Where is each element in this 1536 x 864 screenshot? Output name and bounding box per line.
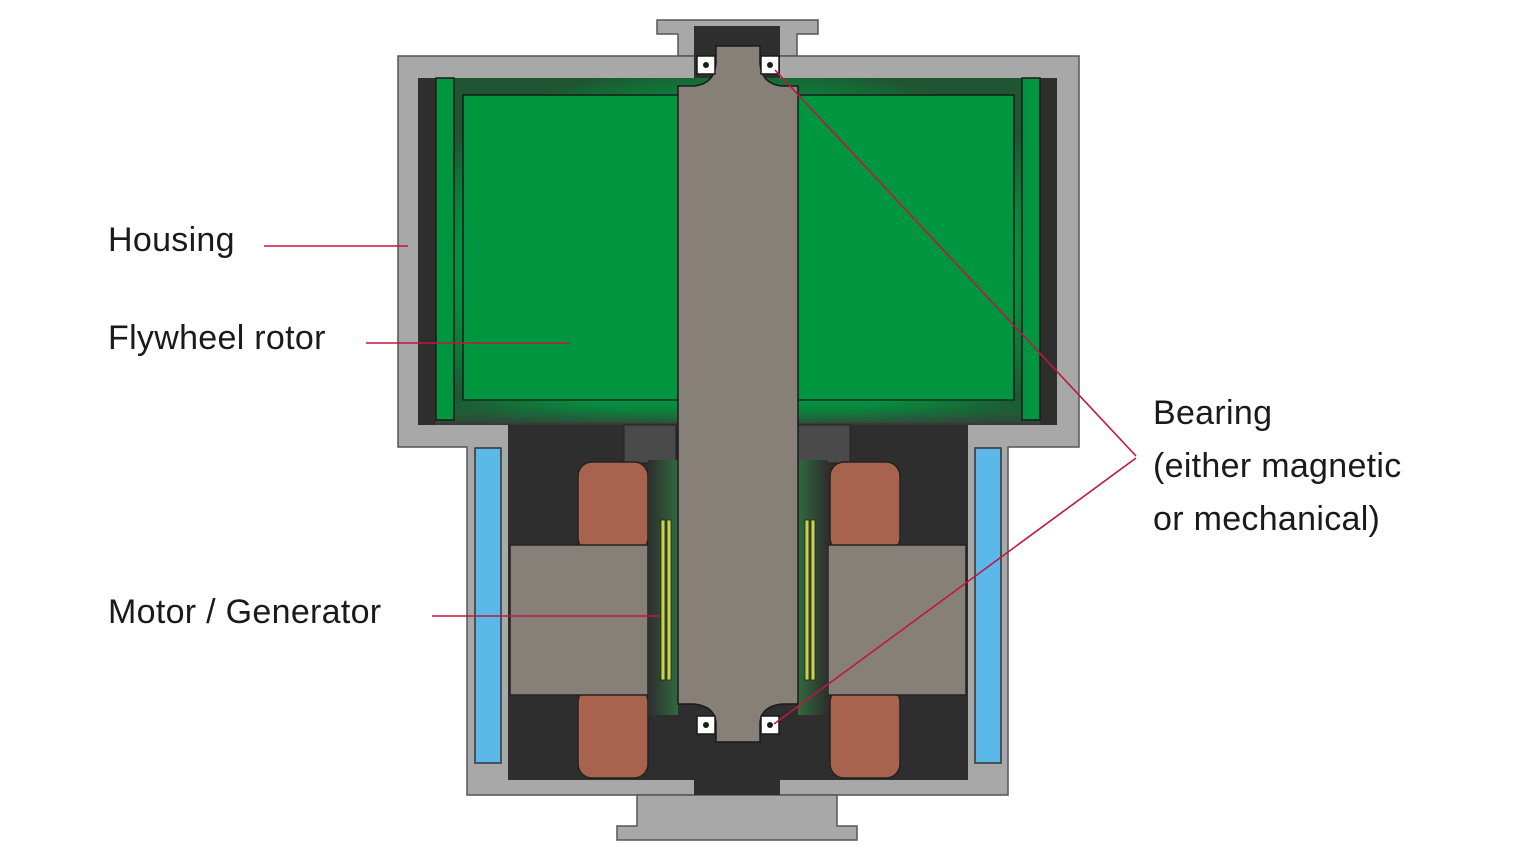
coil-right-bottom (829, 687, 901, 779)
bearing-top-left (696, 55, 716, 75)
coil-left-top (577, 461, 649, 553)
stator-right (827, 544, 967, 696)
bearing-bottom-right (760, 715, 780, 735)
cooling-channel-right (974, 447, 1002, 764)
cooling-channel-left (474, 447, 502, 764)
motor-generator (509, 460, 967, 779)
label-motor-generator: Motor / Generator (108, 593, 382, 631)
bearing-top-right (760, 55, 780, 75)
bottom-shaft-opening (694, 740, 780, 795)
housing-bottom-flange (616, 794, 858, 841)
stator-left (509, 544, 649, 696)
bearing-bottom-left (696, 715, 716, 735)
shaft (677, 45, 799, 743)
leader-bearing-top (774, 69, 1137, 457)
label-bearing-line-1: Bearing (1153, 394, 1273, 432)
magnet-left-outer (660, 519, 666, 681)
label-flywheel-rotor: Flywheel rotor (108, 319, 326, 357)
rotor-inner-right (791, 94, 1015, 401)
coil-left-bottom (577, 687, 649, 779)
leader-bearing-bottom (773, 457, 1137, 725)
rotor-rim-left (435, 77, 455, 421)
magnet-right-outer (810, 519, 816, 681)
rotor-inner-left (462, 94, 686, 401)
label-bearing-line-3: or mechanical) (1153, 500, 1381, 538)
coil-right-top (829, 461, 901, 553)
label-housing: Housing (108, 221, 235, 259)
stator-support-left (623, 424, 677, 464)
rotor-rim-right (1021, 77, 1041, 421)
magnet-right-inner (804, 519, 810, 681)
label-bearing-line-2: (either magnetic (1153, 447, 1402, 485)
leader-lines (264, 69, 1137, 725)
stator-support-right (797, 424, 851, 464)
magnet-left-inner (666, 519, 672, 681)
